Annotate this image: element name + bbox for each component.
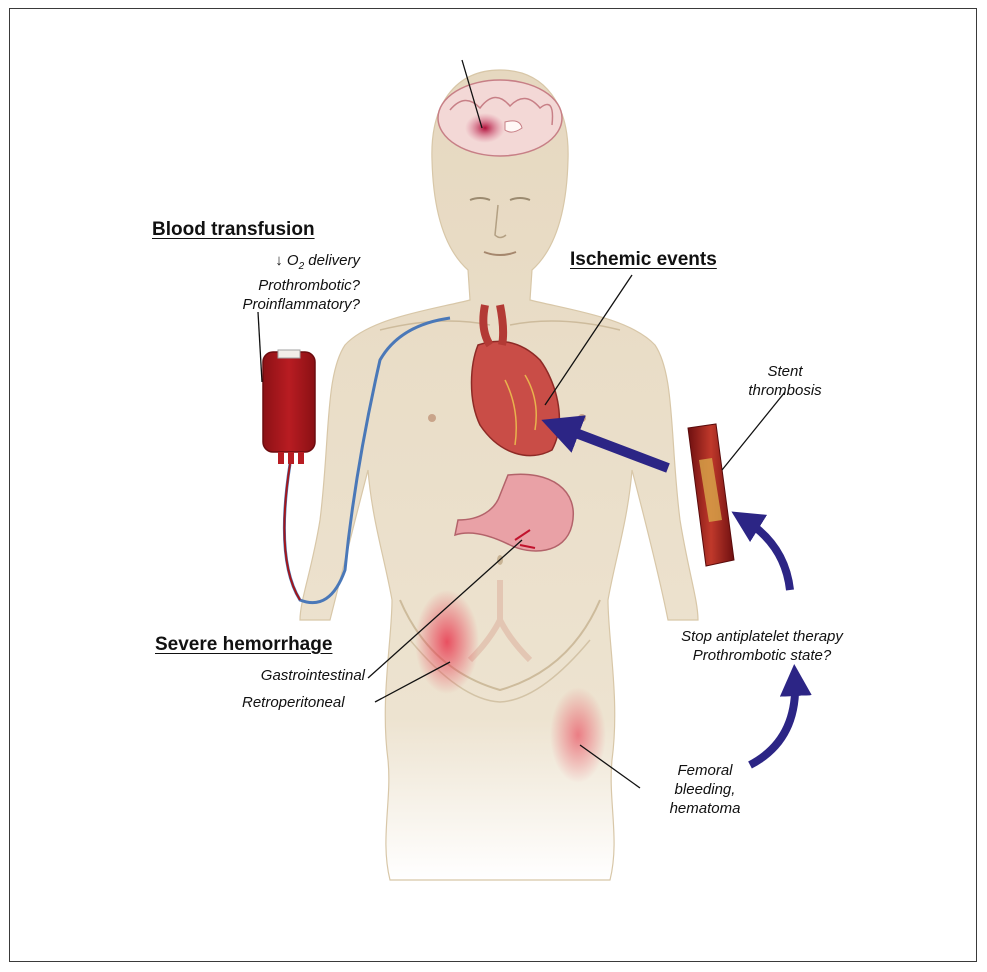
stent-thrombosis-label: Stent thrombosis — [725, 362, 845, 400]
gastrointestinal-label: Gastrointestinal — [200, 666, 365, 685]
body-figure — [300, 70, 698, 880]
prothrombotic-label: Prothrombotic? — [180, 276, 360, 295]
femoral-line2: bleeding, — [650, 780, 760, 799]
stent-label-line2: thrombosis — [725, 381, 845, 400]
femoral-bleed — [550, 687, 606, 783]
stent-label-line1: Stent — [725, 362, 845, 381]
antiplatelet-line1: Stop antiplatelet therapy — [652, 627, 872, 646]
proinflammatory-label: Proinflammatory? — [180, 295, 360, 314]
antiplatelet-label: Stop antiplatelet therapy Prothrombotic … — [652, 627, 872, 665]
arrow-to-antiplatelet — [750, 680, 795, 765]
blood-transfusion-notes: ↓ O2 delivery Prothrombotic? Proinflamma… — [180, 251, 360, 314]
femoral-line1: Femoral — [650, 761, 760, 780]
o2-delivery-label: ↓ O2 delivery — [180, 251, 360, 276]
femoral-line3: hematoma — [650, 799, 760, 818]
blood-transfusion-heading: Blood transfusion — [152, 219, 315, 241]
severe-hemorrhage-heading: Severe hemorrhage — [155, 634, 332, 656]
brain-illustration — [438, 80, 562, 156]
ischemic-events-heading: Ischemic events — [570, 249, 717, 271]
retroperitoneal-label: Retroperitoneal — [242, 693, 345, 712]
blood-bag — [263, 350, 315, 464]
antiplatelet-line2: Prothrombotic state? — [652, 646, 872, 665]
arrow-to-stent — [745, 520, 790, 590]
femoral-label: Femoral bleeding, hematoma — [650, 761, 760, 818]
stent-vessel — [688, 424, 734, 566]
retroperitoneal-bleed — [415, 590, 479, 694]
